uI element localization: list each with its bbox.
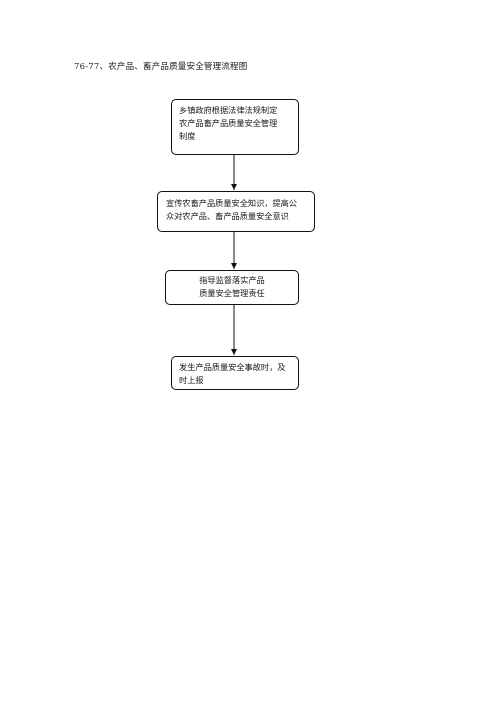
step-1-line-1: 乡镇政府根据法律法规制定 [179,105,278,115]
step-1-line-2: 农产品畜产品质量安全管理 [179,118,278,128]
flowchart-title: 76-77、农产品、畜产品质量安全管理流程图 [74,62,248,72]
step-2-line-2: 众对农产品、畜产品质量安全意识 [166,211,289,221]
step-box-publicize-knowledge: 宣传农畜产品质量安全知识，提高公 众对农产品、畜产品质量安全意识 [157,191,315,232]
step-box-supervise-responsibility: 指导监督落实产品 质量安全管理责任 [165,270,299,305]
step-box-report-incident: 发生产品质量安全事故时，及 时上报 [171,356,299,390]
step-4-line-2: 时上报 [179,375,204,385]
step-box-formulate-system: 乡镇政府根据法律法规制定 农产品畜产品质量安全管理 制度 [171,99,299,155]
step-3-line-1: 指导监督落实产品 [199,275,265,285]
step-4-line-1: 发生产品质量安全事故时，及 [179,362,286,372]
step-1-line-3: 制度 [179,131,196,141]
step-2-line-1: 宣传农畜产品质量安全知识，提高公 [166,198,298,208]
step-3-line-2: 质量安全管理责任 [199,288,265,298]
